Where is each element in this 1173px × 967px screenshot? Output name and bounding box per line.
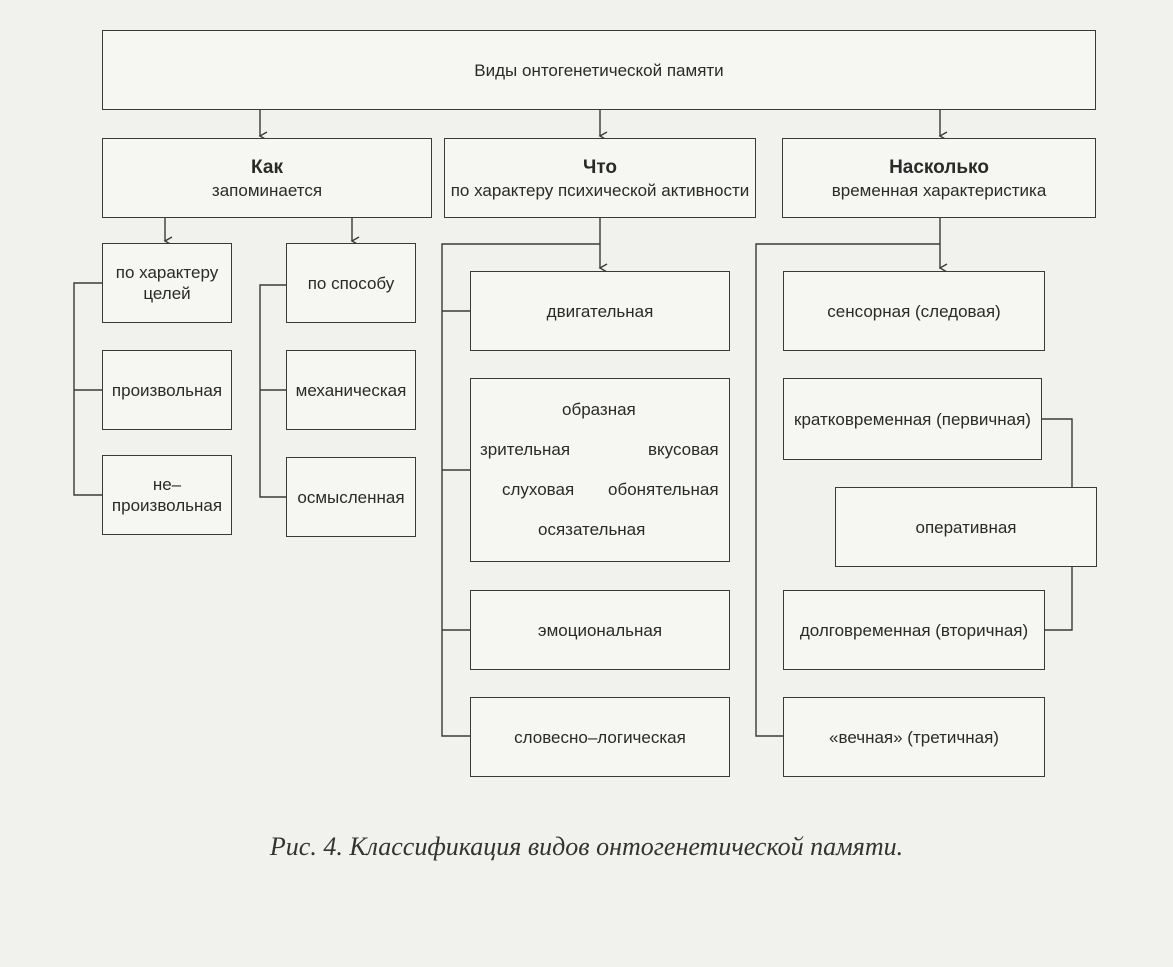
tactile-label: осязательная — [538, 520, 646, 539]
how-title: Как — [251, 156, 283, 178]
howlong-box: Насколько временная характеристика — [782, 138, 1096, 218]
meaningful-box: осмысленная — [286, 457, 416, 537]
sensory-label: сенсорная (следовая) — [827, 301, 1001, 321]
how-subtitle: запоминается — [211, 180, 323, 200]
root-box: Виды онтогенетической памяти — [102, 30, 1096, 110]
mechanical-box: механическая — [286, 350, 416, 430]
shortterm-box: кратковременная (первичная) — [783, 378, 1042, 460]
longterm-box: долговременная (вторичная) — [783, 590, 1045, 670]
what-title: Что — [582, 156, 617, 178]
operative-label: оперативная — [915, 517, 1017, 537]
shortterm-label: кратковременная (первичная) — [794, 409, 1031, 429]
howlong-subtitle: временная характеристика — [831, 180, 1047, 200]
figurative-title: образная — [562, 400, 636, 419]
olfactory-label: обонятельная — [608, 480, 719, 499]
sensory-box: сенсорная (следовая) — [783, 271, 1045, 351]
involuntary-line2: произвольная — [111, 496, 223, 515]
taste-label: вкусовая — [648, 440, 719, 459]
voluntary-box: произвольная — [102, 350, 232, 430]
involuntary-box: не– произвольная — [102, 455, 232, 535]
operative-box: оперативная — [835, 487, 1097, 567]
goals-box: по характеру целей — [102, 243, 232, 323]
figure-caption: Рис. 4. Классификация видов онтогенетиче… — [269, 832, 904, 861]
auditory-label: слуховая — [502, 480, 575, 499]
root-title: Виды онтогенетической памяти — [474, 60, 724, 80]
motor-box: двигательная — [470, 271, 730, 351]
figurative-box — [470, 378, 730, 562]
emotional-label: эмоциональная — [537, 620, 663, 640]
involuntary-line1: не– — [152, 475, 182, 494]
emotional-box: эмоциональная — [470, 590, 730, 670]
eternal-label: «вечная» (третичная) — [829, 727, 999, 747]
verbal-label: словесно–логическая — [514, 727, 686, 747]
what-subtitle: по характеру психической активности — [450, 180, 750, 200]
meaningful-label: осмысленная — [297, 487, 405, 507]
eternal-box: «вечная» (третичная) — [783, 697, 1045, 777]
goals-line1: по характеру — [115, 263, 219, 282]
voluntary-label: произвольная — [111, 380, 223, 400]
method-label: по способу — [307, 273, 395, 293]
verbal-box: словесно–логическая — [470, 697, 730, 777]
goals-line2: целей — [143, 284, 191, 303]
howlong-title: Насколько — [889, 156, 989, 178]
what-box: Что по характеру психической активности — [444, 138, 756, 218]
method-box: по способу — [286, 243, 416, 323]
longterm-label: долговременная (вторичная) — [799, 620, 1029, 640]
how-box: Как запоминается — [102, 138, 432, 218]
mechanical-label: механическая — [295, 380, 407, 400]
visual-label: зрительная — [480, 440, 571, 459]
motor-label: двигательная — [546, 301, 654, 321]
